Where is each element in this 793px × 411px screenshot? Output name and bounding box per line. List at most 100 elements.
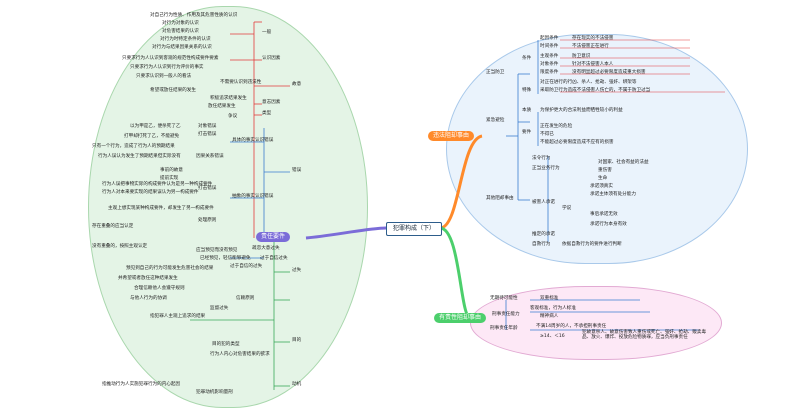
node-c5[interactable]: 没有重叠的，按照主观认定 [92,244,148,249]
node-guoyu[interactable]: 过于自信过失 [260,256,288,261]
node-duixiang-r[interactable]: 对象条件 [540,62,559,67]
node-wuqi[interactable]: 无期待可能性 [490,296,518,301]
node-y2[interactable]: 积极追求结果发生 [210,96,247,101]
node-gs3[interactable]: 过于自信的过失 [230,264,263,269]
node-daji2[interactable]: 打击错误 [198,186,217,191]
node-zd3[interactable]: 防卫意识 [572,54,591,59]
node-c3[interactable]: 主观上想实现某种构成要件，却发生了另一构成要件 [108,206,214,211]
node-xl1[interactable]: 合理信赖他人会遵守规则 [134,286,185,291]
node-qt6[interactable]: 对国家、社会有益的法益 [598,160,649,165]
node-d5[interactable]: 事前的故意 [160,168,183,173]
node-ms2[interactable]: 并希望或者放任这种结果发生 [118,276,178,281]
node-c4[interactable]: 存在重叠的应当认定 [92,224,134,229]
node-y3[interactable]: 放任结果发生 [208,104,236,109]
branch-right-bottom-topic[interactable]: 有责性阻却事由 [434,313,487,323]
central-topic[interactable]: 犯罪构成（下） [386,222,442,236]
node-g-2[interactable]: 对危害结果的认识 [162,29,199,34]
node-qt10[interactable]: 承诺主体须有处分能力 [590,192,636,197]
node-g-0[interactable]: 对自己行为性质、作用及其危害性质的认识 [150,13,238,18]
node-cuowu[interactable]: 错误 [292,168,302,173]
node-dongji[interactable]: 动机 [292,382,302,387]
node-guoshi[interactable]: 过失 [292,268,302,273]
node-nianling[interactable]: 刑事责任能力 [492,312,520,317]
node-rb3[interactable]: 精神病人 [540,314,559,319]
node-gs1[interactable]: 应当预见而没有预见 [196,248,238,253]
node-jj2[interactable]: 正在发生的危险 [540,124,573,129]
node-ms1[interactable]: 预见到自己的行为可能发生危害社会的结果 [126,266,214,271]
node-qt1[interactable]: 法令行为 [532,156,551,161]
node-r2[interactable]: 只要求行为人认识到行为评价的事实 [130,65,204,70]
node-qt13[interactable]: 学说 [562,206,572,211]
node-yizhi[interactable]: 意志因素 [262,100,281,105]
node-c2[interactable]: 行为人对本来要实现的结果误认为另一构成要件 [102,190,199,195]
node-yaojian[interactable]: 要件 [522,130,532,135]
node-rb4[interactable]: 不满14周岁的人，不承担刑事责任 [536,324,607,329]
node-jj1[interactable]: 为保护更大的合法利益而牺牲较小的利益 [540,108,623,113]
node-gs2[interactable]: 已经预见，轻信能够避免 [200,256,251,261]
node-yiban[interactable]: 一般 [262,30,272,35]
node-ts1[interactable]: 对正在进行的行凶、杀人、抢劫、强奸、绑架等 [540,80,637,85]
node-duixiang[interactable]: 对象错误 [198,124,217,129]
node-y1[interactable]: 希望或放任结果的发生 [150,88,196,93]
node-tiaojian[interactable]: 条件 [522,56,532,61]
node-qt9[interactable]: 承诺须真实 [590,184,613,189]
node-ts2[interactable]: 采取防卫行为造成不法侵害人伤亡的，不属于防卫过当 [540,88,651,93]
node-qt14[interactable]: 依据自救行为的要件进行判断 [562,242,622,247]
node-chouxiang[interactable]: 抽象的事实认识错误 [232,194,274,199]
node-rb6[interactable]: 犯故意杀人、故意伤害致人重伤或死亡、强奸、抢劫、贩卖毒品、放火、爆炸、投放危险物… [582,330,707,340]
node-jj4[interactable]: 不能超过必要限度造成不应有的损害 [540,140,614,145]
node-qt5[interactable]: 自救行为 [532,242,551,247]
node-qt7[interactable]: 重伤害 [598,168,612,173]
node-md1[interactable]: 指犯罪人主观上追求的结果 [150,314,206,319]
node-shuji[interactable]: 疏忽大意过失 [252,246,280,251]
node-zhengdang[interactable]: 正当防卫 [486,70,505,75]
node-qita[interactable]: 其他阻却事由 [486,196,514,201]
node-r3[interactable]: 只要求认识到一般人的看法 [136,74,192,79]
node-xinlv[interactable]: 信赖原则 [236,296,255,301]
node-zhuguan[interactable]: 主观条件 [540,54,559,59]
node-qt4[interactable]: 推定的承诺 [532,232,555,237]
node-xingshi[interactable]: 刑事责任年龄 [490,326,518,331]
node-shijian[interactable]: 时间条件 [540,44,559,49]
node-renshi[interactable]: 认识因素 [262,56,281,61]
node-jj3[interactable]: 不得已 [540,132,554,137]
node-c1[interactable]: 行为人误把事物实际的构成要件认为是另一种构成要件 [102,182,213,187]
node-md3[interactable]: 行为人内心对危害结果的欲求 [210,352,270,357]
node-jz[interactable]: 监督过失 [210,306,229,311]
node-d2[interactable]: 打甲却打死了乙，不能避免 [124,134,180,139]
node-d3[interactable]: 只有一个行为，造成了行为人的预期结果 [92,144,175,149]
node-rb2[interactable]: 客观标准，行为人标准 [530,306,576,311]
node-g-3[interactable]: 对行为时特定条件的认识 [160,37,211,42]
node-yinguo[interactable]: 因果关系错误 [196,154,224,159]
node-zhengyi[interactable]: 争议 [228,114,238,119]
node-dj2[interactable]: 犯罪动机影响量刑 [196,390,233,395]
node-g-4[interactable]: 对行为与结果因果关系的认识 [152,45,212,50]
node-tezhu[interactable]: 特殊 [522,88,532,93]
node-benzhi[interactable]: 本质 [522,108,532,113]
node-qt11[interactable]: 事后承诺无效 [590,212,618,217]
node-mudi[interactable]: 目的 [292,338,302,343]
node-guyi[interactable]: 故意 [292,82,302,87]
node-qt12[interactable]: 承诺行为本身有效 [590,222,627,227]
node-zd5[interactable]: 没有明显超过必要限度造成重大损害 [572,70,646,75]
node-d4[interactable]: 行为人误认为发生了预期结果但实际没有 [98,154,181,159]
node-xl2[interactable]: 与他人行为的协调 [130,296,167,301]
node-g-1[interactable]: 对行为对象的认识 [162,21,199,26]
node-rb1[interactable]: 双重标准 [540,296,559,301]
node-qiyin[interactable]: 起因条件 [540,36,559,41]
node-juti[interactable]: 具体的事实认识错误 [232,138,274,143]
node-zd2[interactable]: 不法侵害正在进行 [572,44,609,49]
node-md2[interactable]: 目的犯的类型 [212,342,240,347]
node-zd1[interactable]: 存在现实的不法侵害 [572,36,614,41]
branch-left-topic[interactable]: 责任要件 [256,232,291,242]
node-chuli[interactable]: 处理原则 [198,218,217,223]
node-qt2[interactable]: 正当业务行为 [532,166,560,171]
node-dj1[interactable]: 指推动行为人实施犯罪行为的内心起因 [102,382,181,387]
node-leixing[interactable]: 类型 [262,111,272,116]
node-daji[interactable]: 打击错误 [198,132,217,137]
branch-right-top-topic[interactable]: 违法阻却事由 [428,131,475,141]
node-rb5[interactable]: ≥14、＜16 [540,334,565,339]
node-r4[interactable]: 不需要认识到违法性 [220,80,262,85]
node-d1[interactable]: 以为甲是乙，便杀死了乙 [130,124,181,129]
node-d6[interactable]: 提前实现 [160,176,179,181]
